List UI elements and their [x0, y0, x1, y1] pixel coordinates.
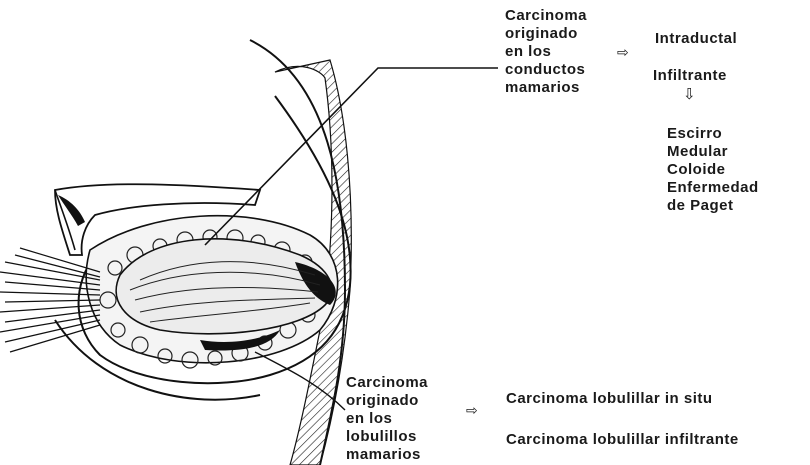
lobular-origin-line: Carcinoma — [346, 374, 428, 392]
intraductal-label: Intraductal — [655, 30, 737, 48]
infiltrante-label: Infiltrante — [653, 67, 727, 85]
subtype-item: Coloide — [667, 161, 759, 179]
lobular-origin-label: Carcinoma originado en los lobulillos ma… — [346, 374, 428, 464]
right-arrow-icon: ⇨ — [617, 44, 629, 61]
subtype-item: Medular — [667, 143, 759, 161]
infiltrante-subtypes-list: Escirro Medular Coloide Enfermedad de Pa… — [667, 125, 759, 215]
subtype-item: de Paget — [667, 197, 759, 215]
ductal-origin-label: Carcinoma originado en los conductos mam… — [505, 7, 587, 97]
down-arrow-icon: ⇩ — [683, 85, 696, 103]
subtype-item: Escirro — [667, 125, 759, 143]
lobular-infiltrante-label: Carcinoma lobulillar infiltrante — [506, 431, 739, 449]
ductal-origin-line: originado — [505, 25, 587, 43]
ductal-origin-line: en los — [505, 43, 587, 61]
lobular-origin-line: en los — [346, 410, 428, 428]
lobular-origin-line: mamarios — [346, 446, 428, 464]
fibrous-strands — [0, 248, 100, 352]
ductal-origin-line: conductos — [505, 61, 587, 79]
ductal-origin-line: Carcinoma — [505, 7, 587, 25]
lobular-origin-line: originado — [346, 392, 428, 410]
ductal-origin-line: mamarios — [505, 79, 587, 97]
lobular-in-situ-label: Carcinoma lobulillar in situ — [506, 390, 713, 408]
subtype-item: Enfermedad — [667, 179, 759, 197]
lobular-origin-line: lobulillos — [346, 428, 428, 446]
right-arrow-icon: ⇨ — [466, 402, 478, 419]
